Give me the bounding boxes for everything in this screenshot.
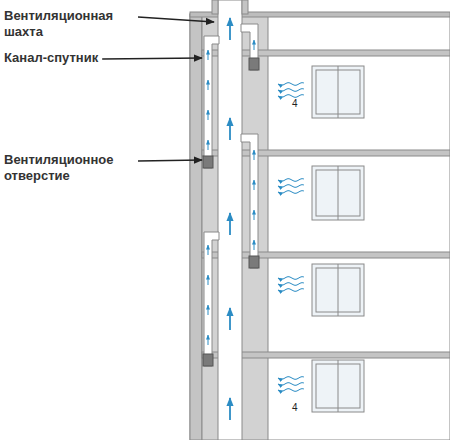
part-label: Вентиляционная шахта — [4, 8, 134, 40]
leader-arrow — [102, 58, 202, 59]
air-flow-arrows — [208, 18, 304, 420]
windows — [312, 66, 364, 412]
ventilation-shaft — [218, 0, 242, 440]
leader-arrow — [138, 160, 202, 161]
leader-lines — [102, 17, 214, 161]
part-label: Канал-спутник — [4, 50, 98, 66]
part-label: Вентиляционное отверстие — [4, 152, 134, 184]
callout-number: 4 — [292, 98, 298, 109]
outer-wall — [190, 14, 202, 440]
leader-arrow — [138, 17, 214, 22]
callout-number: 4 — [292, 402, 298, 413]
satellite-channels — [204, 24, 258, 366]
vent-openings — [203, 58, 259, 366]
